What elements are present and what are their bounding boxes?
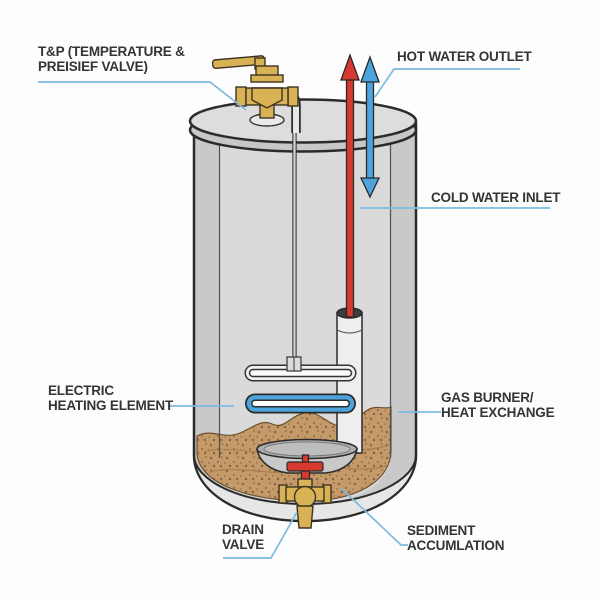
hot-water-pipe: [340, 53, 360, 318]
label-sediment-accumulation: SEDIMENT ACCUMLATION: [407, 523, 504, 553]
leader-line-drain: [223, 511, 298, 559]
label-drain-line2: VALVE: [222, 537, 265, 552]
label-tp-valve-line2: PREISIEF VALVE): [38, 59, 148, 74]
leader-line-sediment: [340, 487, 408, 546]
label-electric-line2: HEATING ELEMENT: [48, 398, 173, 413]
hot-water-arrow-icon: [340, 53, 360, 81]
drain-valve-handle: [286, 454, 324, 482]
tp-valve: [211, 55, 299, 127]
element-bracket: [286, 356, 302, 372]
drain-spout: [296, 505, 314, 529]
drain-valve: [278, 478, 332, 529]
leader-line-hot: [374, 68, 520, 98]
label-cold-water-inlet: COLD WATER INLET: [431, 190, 560, 205]
tank-lid: [188, 98, 418, 153]
tank-bottom-band: [193, 454, 417, 523]
leader-line-tp: [38, 81, 247, 111]
label-electric-heating-element: ELECTRIC HEATING ELEMENT: [48, 383, 173, 413]
cold-water-up-arrow-icon: [360, 55, 380, 83]
burner-pan: [256, 438, 358, 474]
label-drain-valve: DRAIN VALVE: [222, 522, 264, 552]
label-cold-water-inlet-text: COLD WATER INLET: [431, 190, 561, 205]
label-gas-line2: HEAT EXCHANGE: [441, 405, 555, 420]
label-gas-line1: GAS BURNER/: [441, 390, 534, 405]
label-gas-burner: GAS BURNER/ HEAT EXCHANGE: [441, 390, 555, 420]
dip-tube: [336, 307, 363, 454]
label-tp-valve-line1: T&P (TEMPERATURE &: [38, 44, 185, 59]
cold-water-pipe: [359, 55, 381, 199]
label-tp-valve: T&P (TEMPERATURE & PREISIEF VALVE): [38, 44, 185, 74]
label-sediment-line2: ACCUMLATION: [407, 538, 505, 553]
leader-lines: [38, 68, 550, 559]
label-drain-line1: DRAIN: [222, 522, 264, 537]
label-sediment-line1: SEDIMENT: [407, 523, 476, 538]
label-hot-water-outlet-text: HOT WATER OUTLET: [397, 49, 532, 64]
label-hot-water-outlet: HOT WATER OUTLET: [397, 49, 532, 64]
label-electric-line1: ELECTRIC: [48, 383, 114, 398]
cold-water-down-arrow-icon: [359, 177, 381, 199]
